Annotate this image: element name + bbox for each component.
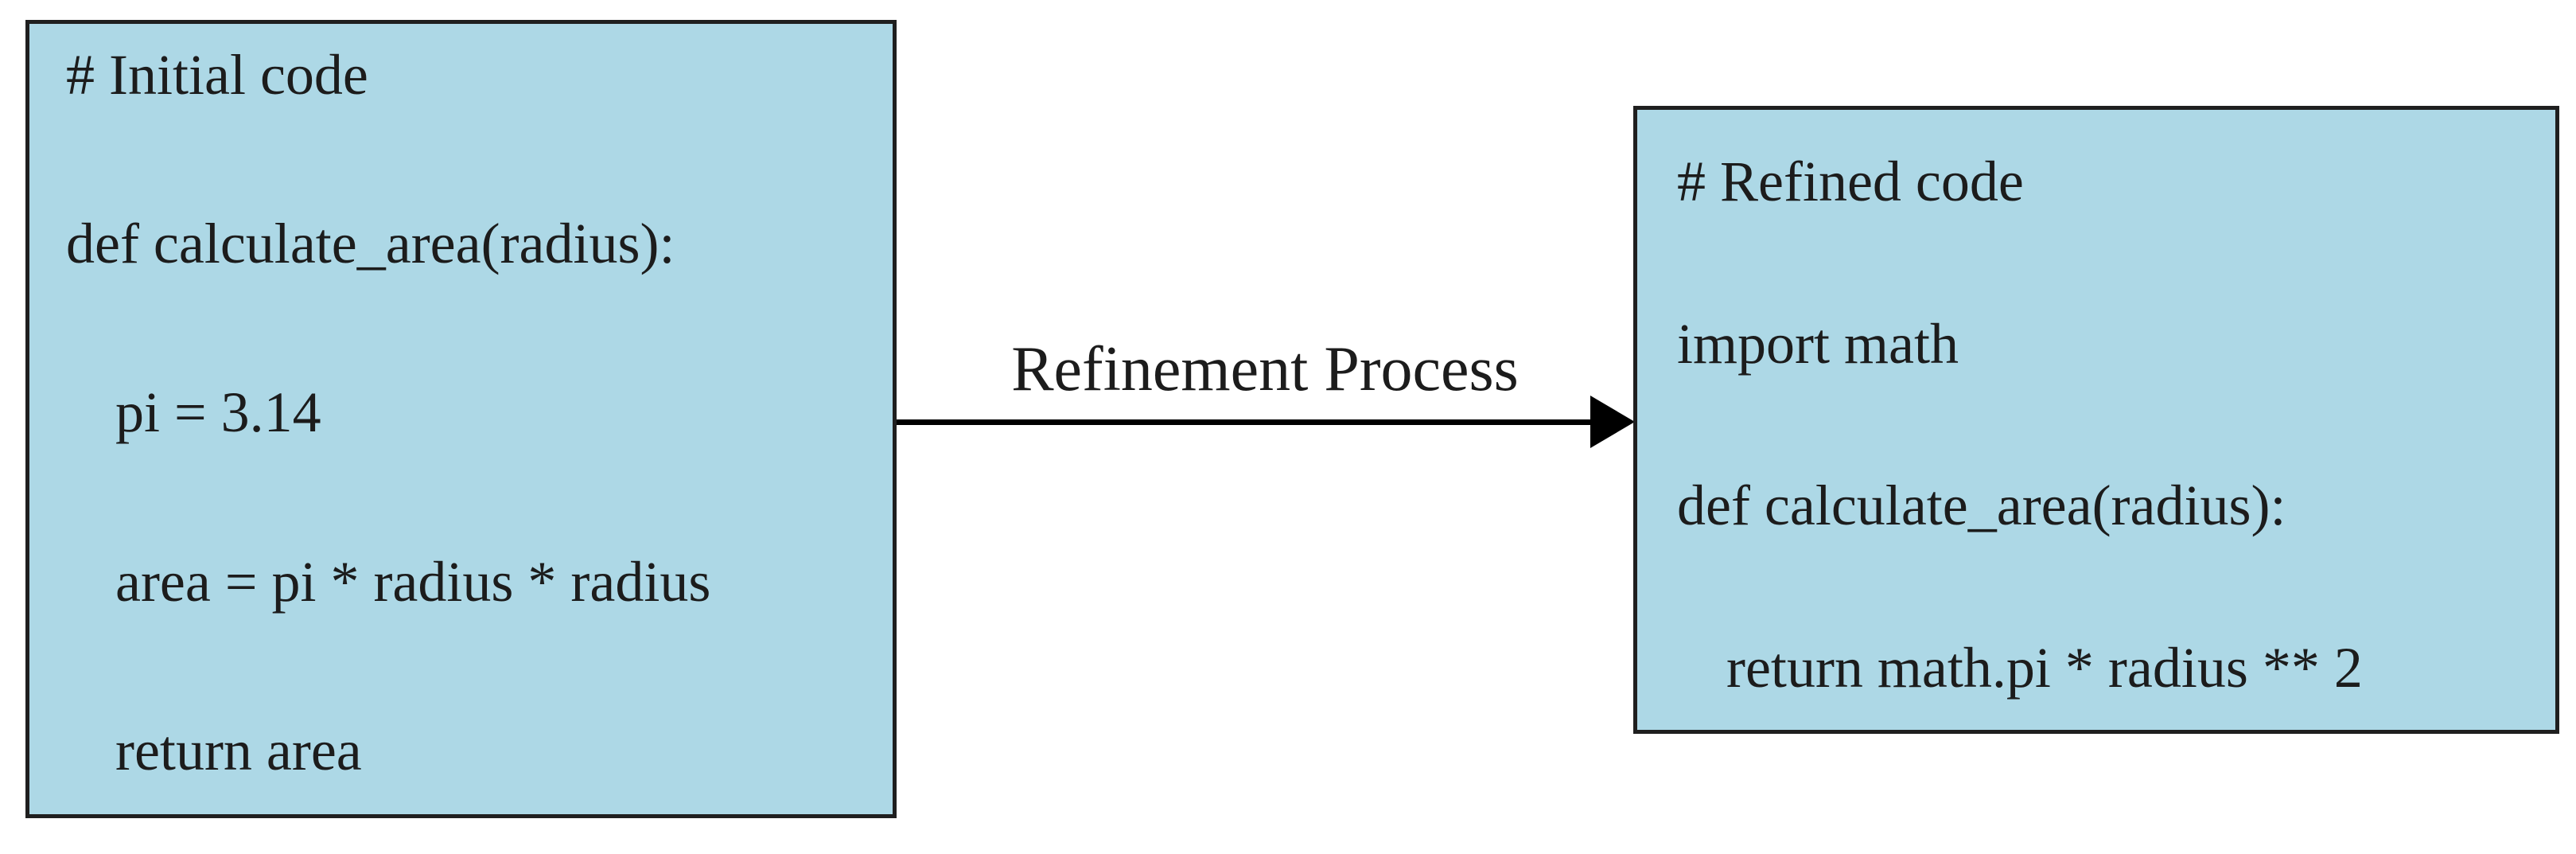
arrow-label: Refinement Process (1011, 334, 1519, 404)
code-line: pi = 3.14 (115, 380, 321, 445)
code-line: return math.pi * radius ** 2 (1726, 635, 2363, 700)
code-line: def calculate_area(radius): (66, 212, 675, 276)
code-line: # Initial code (66, 43, 368, 107)
code-line: # Refined code (1677, 150, 2024, 213)
arrow-line (897, 419, 1597, 425)
code-line: import math (1677, 311, 1959, 376)
code-line: return area (115, 718, 362, 782)
code-line: def calculate_area(radius): (1677, 474, 2286, 538)
initial-code-box: # Initial code def calculate_area(radius)… (25, 20, 897, 818)
arrowhead-icon (1590, 396, 1635, 448)
code-line: area = pi * radius * radius (115, 549, 711, 614)
refined-code-box: # Refined code import math def calculate_a… (1633, 106, 2559, 734)
